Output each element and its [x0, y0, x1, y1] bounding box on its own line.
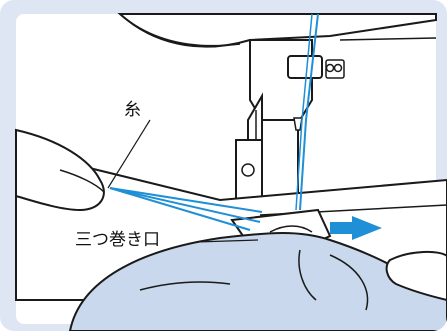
right-hand — [385, 250, 447, 302]
thread-pull-1 — [109, 187, 261, 223]
left-hand — [15, 128, 105, 212]
thread-line-2 — [295, 13, 313, 211]
hemmer-foot-label: 三つ巻き口 — [75, 230, 160, 250]
thread-guide-block — [287, 55, 323, 79]
thread-label: 糸 — [124, 100, 141, 120]
leader-hemmer — [195, 239, 259, 243]
feed-direction-arrow — [330, 216, 382, 240]
leader-thread — [107, 119, 151, 189]
thread-line-1 — [299, 13, 319, 211]
thread-pull-2 — [109, 187, 263, 213]
thread-pull-3 — [109, 187, 251, 231]
